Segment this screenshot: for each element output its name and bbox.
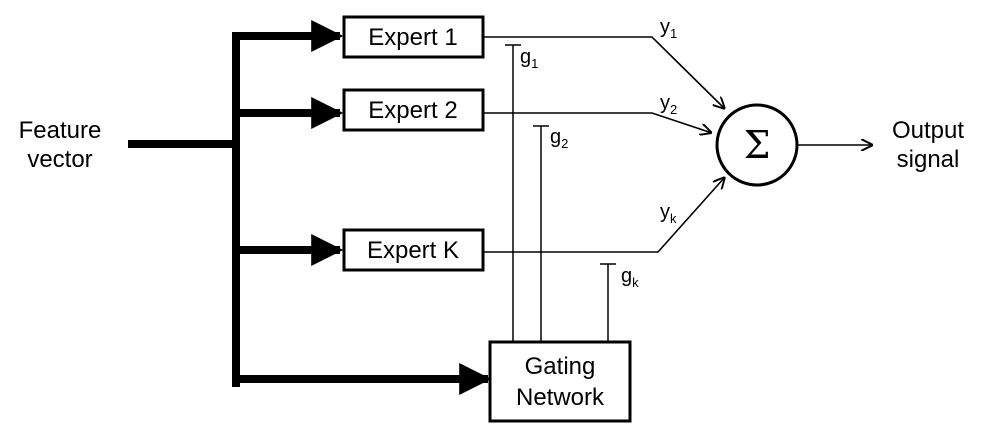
feature-vector-label-line1: Feature [19,117,102,144]
output-signal-label-line1: Output [892,117,964,144]
gating-network-label-line1: Gating [525,353,596,380]
gating-network-box [488,340,632,423]
output-label-yk: yk [660,201,677,226]
expert-1-box [342,15,485,59]
expert-2-label: Expert 2 [368,97,457,124]
output-label-y1: y1 [660,16,677,41]
gate-label-g1: g1 [520,46,538,71]
gate-label-gk: gk [621,265,639,290]
expert-k-output-line [483,177,725,253]
output-signal-label-line2: signal [897,146,960,173]
sigma-symbol: Σ [744,123,771,167]
gating-network-label-line2: Network [516,384,605,411]
output-label-y2: y2 [660,92,677,117]
expert-1-label: Expert 1 [368,24,457,51]
expert-k-box [342,228,485,272]
expert-2-output-line [483,112,712,133]
expert-k-label: Expert K [367,237,459,264]
expert-1-output-line [483,36,725,109]
feature-vector-label-line2: vector [27,146,92,173]
gate-label-g2: g2 [550,126,568,151]
expert-2-box [342,88,485,132]
